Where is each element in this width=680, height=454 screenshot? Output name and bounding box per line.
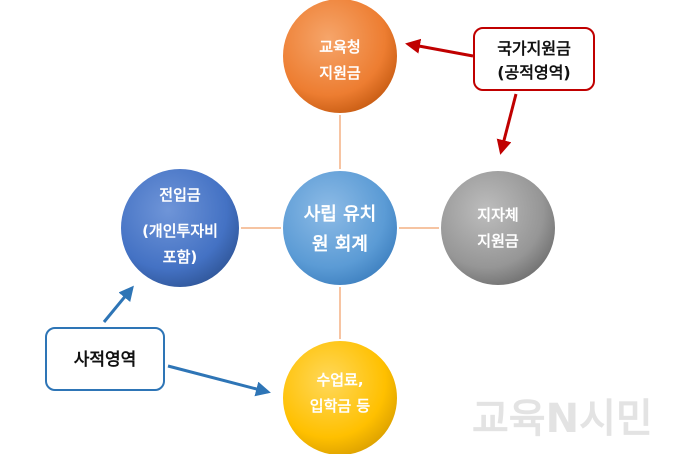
node-left-line2: (개인투자비 [142,222,218,240]
node-local-government: 지자체 지원금 [439,169,557,287]
arrow-private-to-left [102,285,134,323]
private-line1: 사적영역 [74,350,137,370]
center-line2: 원 회계 [312,234,368,255]
arrows [102,38,518,397]
node-left-line3: 포함) [163,248,197,266]
watermark: 교육N시민 [472,396,653,442]
arrow-national-to-right [496,93,518,155]
node-bottom-line1: 수업료, [316,371,363,389]
node-bottom-line2: 입학금 등 [310,397,371,415]
node-top-line2: 지원금 [319,64,361,82]
center-line1: 사립 유치 [304,204,377,225]
national-line2: (공적영역) [497,63,571,82]
node-education-office: 교육청 지원금 [281,0,399,115]
connector-lines [240,110,440,345]
box-private-area: 사적영역 [45,327,165,391]
node-left-line1: 전입금 [159,186,201,204]
arrow-national-to-top [405,38,474,58]
node-top-line1: 교육청 [319,38,360,56]
node-transfer-funds: 전입금 (개인투자비 포함) [119,167,241,289]
node-tuition: 수업료, 입학금 등 [281,339,399,454]
node-right-line2: 지원금 [477,232,519,250]
arrow-private-to-bottom [167,364,271,397]
national-line1: 국가지원금 [497,39,571,58]
node-center-kindergarten-accounting: 사립 유치 원 회계 [281,169,399,287]
box-national-support: 국가지원금 (공적영역) [473,27,595,91]
node-right-line1: 지자체 [477,206,518,224]
